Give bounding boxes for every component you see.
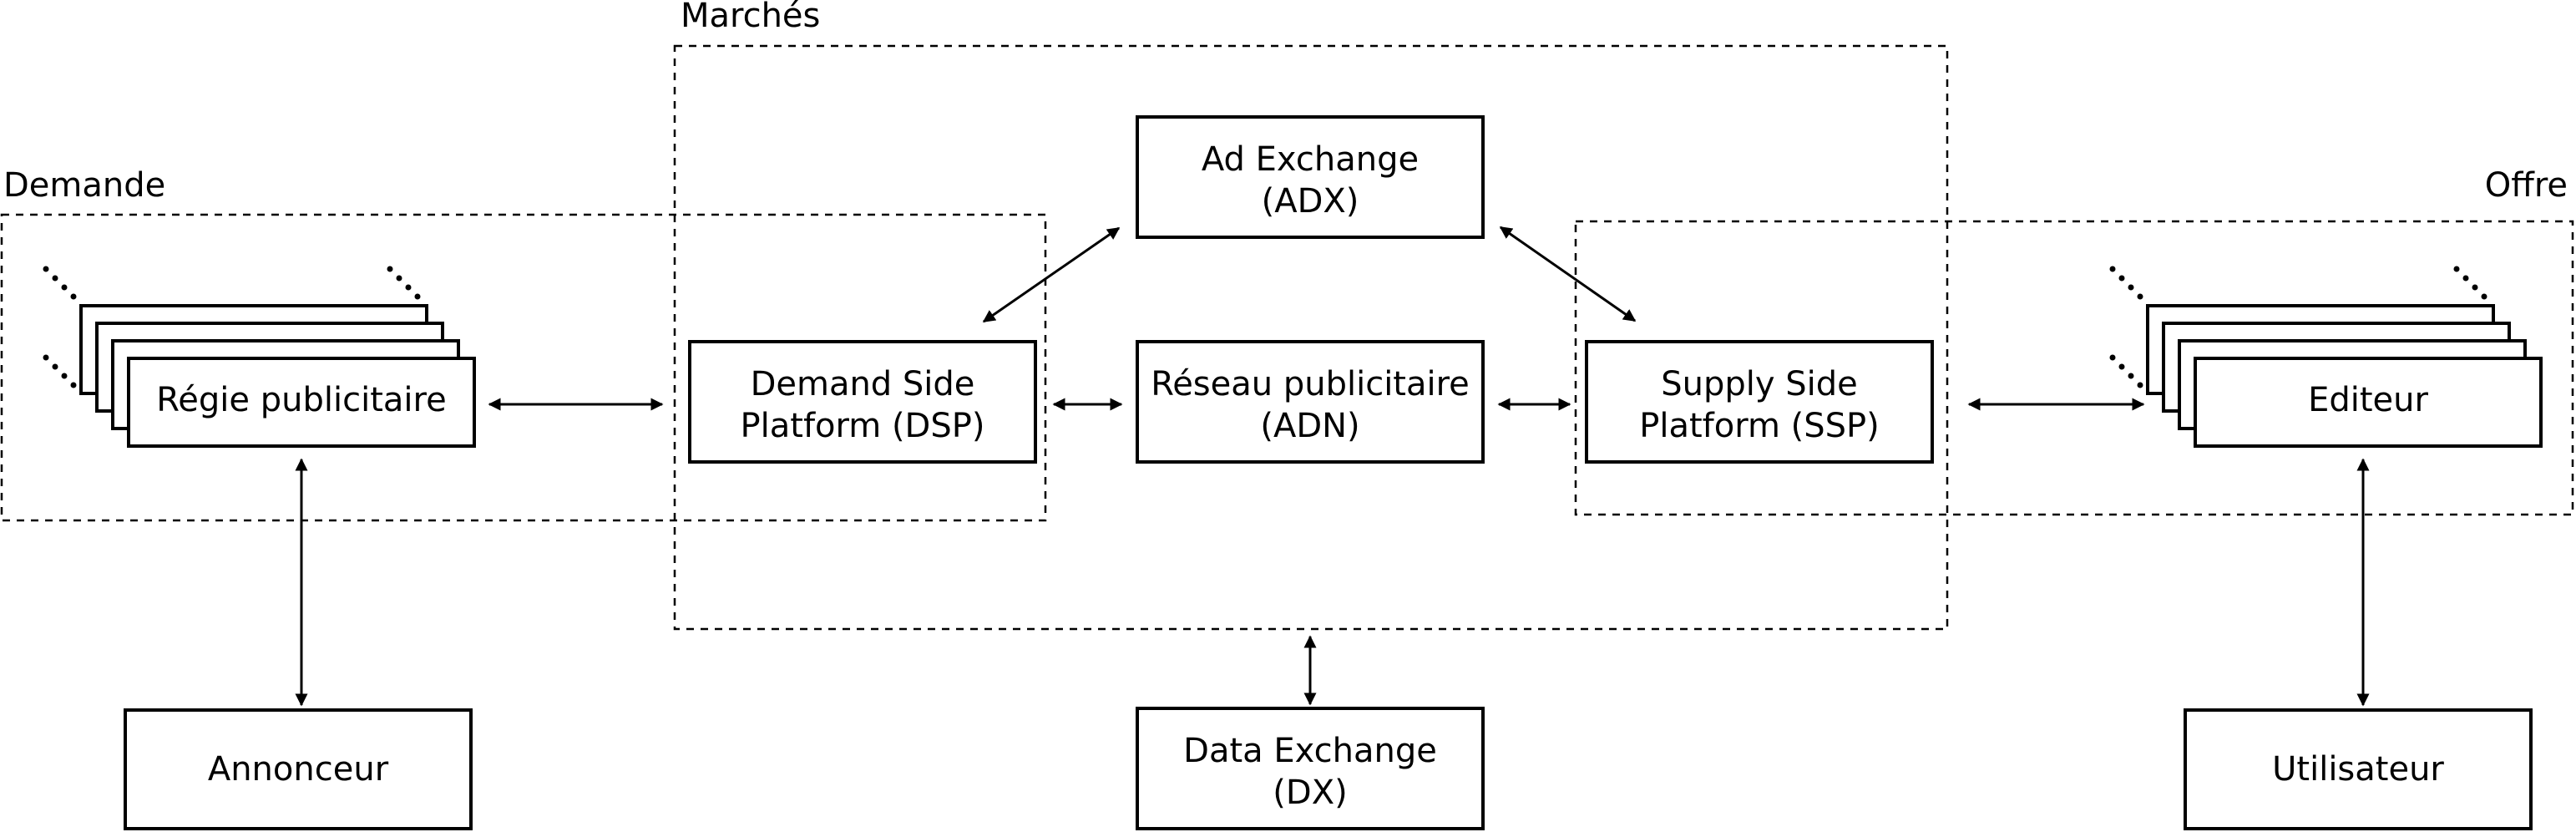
editeur-stack: Editeur	[2109, 266, 2543, 448]
adx-box	[1136, 115, 1485, 239]
ssp-label-line2: Platform (SSP)	[1639, 407, 1880, 445]
arrow-adx-ssp	[1499, 226, 1637, 322]
adn-label-line1: Réseau publicitaire	[1151, 365, 1470, 403]
editeur-label: Editeur	[2308, 381, 2428, 419]
dx-box	[1136, 707, 1485, 830]
regie-stack-dots	[43, 266, 421, 388]
offre-group-region	[1574, 220, 2574, 516]
dsp-label-line1: Demand Side	[751, 365, 975, 403]
dsp-label-line2: Platform (DSP)	[741, 407, 985, 445]
demande-group-region	[0, 213, 1047, 522]
utilisateur-box	[2184, 708, 2533, 830]
dx-label-line1: Data Exchange	[1183, 732, 1437, 770]
dx-label-line2: (DX)	[1273, 774, 1347, 812]
editeur-box	[2194, 357, 2543, 448]
marches-group-title: Marchés	[681, 0, 820, 35]
marches-group-region	[673, 44, 1949, 631]
regie-stack: Régie publicitaire	[43, 266, 476, 448]
annonceur-box	[124, 708, 473, 830]
demande-group-title: Demande	[3, 166, 165, 205]
editeur-stack-dots	[2109, 266, 2487, 388]
dsp-box	[688, 340, 1037, 464]
arrow-dsp-adx	[982, 226, 1121, 323]
offre-group-title: Offre	[2485, 166, 2568, 205]
ssp-label-line1: Supply Side	[1661, 365, 1858, 403]
adn-label-line2: (ADN)	[1260, 407, 1359, 445]
adx-label-line1: Ad Exchange	[1202, 140, 1419, 179]
utilisateur-label: Utilisateur	[2272, 750, 2444, 789]
regie-box	[127, 357, 476, 448]
regie-label: Régie publicitaire	[156, 381, 446, 419]
adn-box	[1136, 340, 1485, 464]
ssp-box	[1585, 340, 1934, 464]
adx-label-line2: (ADX)	[1262, 182, 1359, 221]
annonceur-label: Annonceur	[208, 750, 389, 789]
